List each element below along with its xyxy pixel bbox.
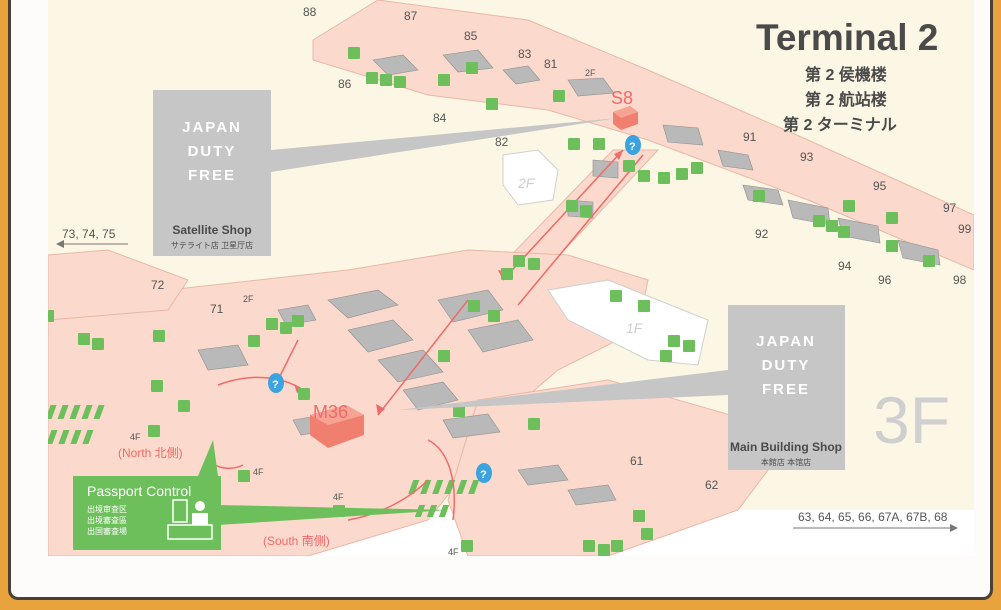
gate-81: 81 xyxy=(544,57,558,71)
terminal-title-jp3: 第 2 ターミナル xyxy=(783,115,897,134)
satellite-buildings xyxy=(372,49,941,266)
direction-right: 63, 64, 65, 66, 67A, 67B, 68 xyxy=(793,510,958,532)
terminal-title: Terminal 2 xyxy=(756,17,938,58)
gate-96: 96 xyxy=(878,273,892,287)
map-canvas: 2F 1F xyxy=(48,0,974,556)
zone-north-label: (North 北側) xyxy=(118,446,183,460)
satellite-2f-block xyxy=(502,149,559,206)
main-1f-label: 1F xyxy=(626,320,644,336)
passport-line-3: 出国審査場 xyxy=(87,526,127,536)
floor-4f-d: 4F xyxy=(448,547,459,556)
gate-86: 86 xyxy=(338,77,352,91)
svg-text:?: ? xyxy=(629,141,636,153)
gate-62: 62 xyxy=(705,478,719,492)
map-card: 2F 1F xyxy=(8,0,993,600)
main-shop-box[interactable]: JAPAN DUTY FREE Main Building Shop 本館店 本… xyxy=(728,305,845,470)
floor-2f-small-b: 2F xyxy=(243,294,254,304)
passport-callout-south xyxy=(218,505,448,525)
main-shop-name: Main Building Shop xyxy=(730,440,842,454)
floor-4f-c: 4F xyxy=(333,492,344,502)
gate-84: 84 xyxy=(433,111,447,125)
satellite-shop-code: S8 xyxy=(611,88,633,108)
gate-82: 82 xyxy=(495,135,509,149)
passport-control-box: Passport Control 出境审查区 出境審査區 出国審査場 xyxy=(73,476,221,550)
passport-callout-north xyxy=(198,440,218,476)
direction-right-label: 63, 64, 65, 66, 67A, 67B, 68 xyxy=(798,510,948,524)
gate-92: 92 xyxy=(755,227,769,241)
main-shop-sub: 本館店 本馆店 xyxy=(761,457,811,467)
passport-officer-icon xyxy=(167,499,213,540)
gate-91: 91 xyxy=(743,130,757,144)
gate-99: 99 xyxy=(958,222,972,236)
svg-text:?: ? xyxy=(272,379,279,391)
satellite-brand-2: DUTY xyxy=(188,143,237,160)
satellite-shop-callout xyxy=(271,118,618,172)
facility-icons xyxy=(48,47,935,556)
gate-94: 94 xyxy=(838,259,852,273)
gate-85: 85 xyxy=(464,29,478,43)
north-passport-gates xyxy=(48,405,105,444)
floor-indicator: 3F xyxy=(873,383,950,457)
satellite-brand-1: JAPAN xyxy=(182,119,242,136)
direction-left: 73, 74, 75 xyxy=(56,227,128,248)
terminal-title-jp2: 第 2 航站楼 xyxy=(805,90,887,109)
floor-4f-a: 4F xyxy=(130,432,141,442)
main-shop-marker[interactable]: M36 xyxy=(310,402,364,448)
main-shop-callout xyxy=(398,370,728,410)
gate-61: 61 xyxy=(630,454,644,468)
gate-87: 87 xyxy=(404,9,418,23)
svg-text:?: ? xyxy=(480,469,487,481)
floor-2f-small-a: 2F xyxy=(585,68,596,78)
satellite-shop-marker[interactable]: S8 xyxy=(611,88,638,130)
main-shop-code: M36 xyxy=(313,402,348,422)
gate-88: 88 xyxy=(303,5,317,19)
gate-97: 97 xyxy=(943,201,957,215)
gate-98: 98 xyxy=(953,273,967,287)
main-brand-1: JAPAN xyxy=(756,333,816,350)
passport-line-2: 出境審査區 xyxy=(87,515,127,525)
satellite-2f-label: 2F xyxy=(517,175,536,191)
main-brand-2: DUTY xyxy=(762,357,811,374)
south-passport-gates xyxy=(408,480,480,517)
satellite-shop-sub: サテライト店 卫星厅店 xyxy=(171,240,253,250)
floor-4f-b: 4F xyxy=(253,467,264,477)
main-brand-3: FREE xyxy=(762,381,810,398)
passport-title: Passport Control xyxy=(87,483,191,499)
satellite-brand-3: FREE xyxy=(188,167,236,184)
passport-line-1: 出境审查区 xyxy=(87,504,127,514)
satellite-shop-box[interactable]: JAPAN DUTY FREE Satellite Shop サテライト店 卫星… xyxy=(153,90,271,256)
direction-left-label: 73, 74, 75 xyxy=(62,227,116,241)
west-wing-floor xyxy=(48,249,189,321)
satellite-shop-name: Satellite Shop xyxy=(172,223,251,237)
gate-95: 95 xyxy=(873,179,887,193)
gate-83: 83 xyxy=(518,47,532,61)
gate-93: 93 xyxy=(800,150,814,164)
gate-71: 71 xyxy=(210,302,224,316)
zone-south-label: (South 南側) xyxy=(263,533,330,548)
terminal-map: 2F 1F xyxy=(48,0,974,556)
terminal-title-jp1: 第 2 侯機楼 xyxy=(805,65,887,84)
info-icons: ? ? ? xyxy=(268,135,641,483)
gate-72: 72 xyxy=(151,278,165,292)
